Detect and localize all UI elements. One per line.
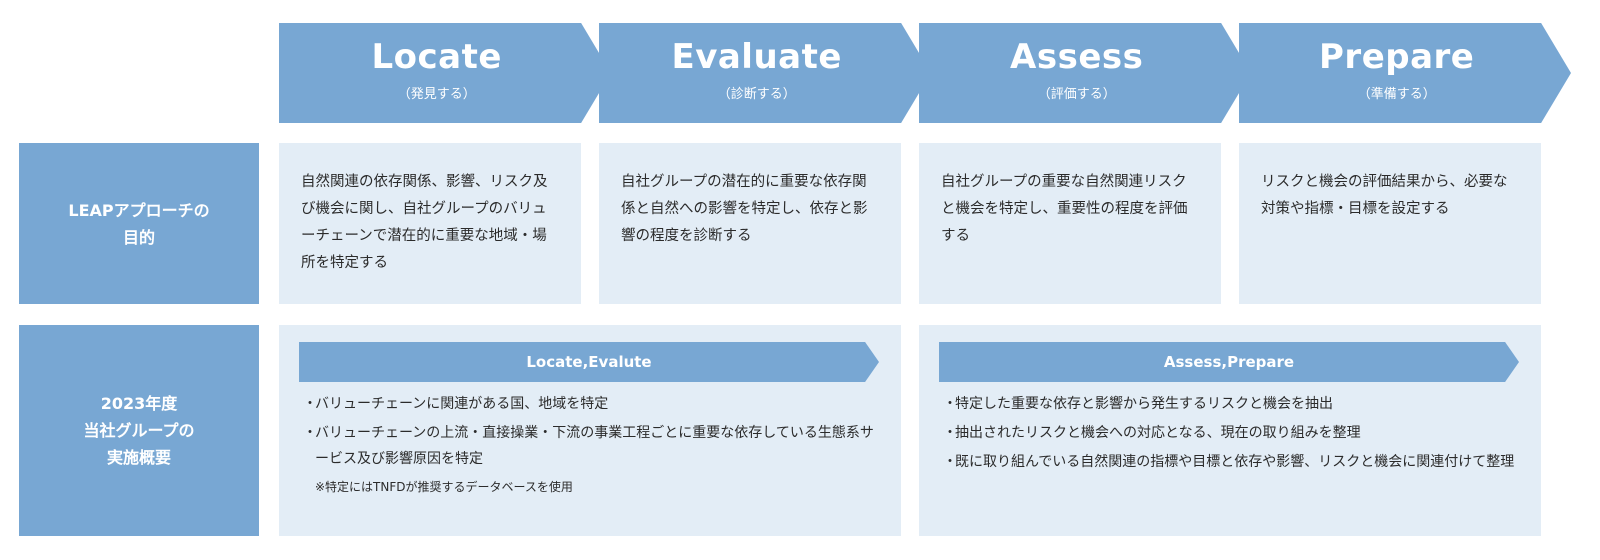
bullet-list: バリューチェーンに関連がある国、地域を特定 バリューチェーンの上流・直接操業・下… — [303, 391, 887, 502]
phase-subtitle: （診断する） — [717, 87, 796, 102]
list-item: バリューチェーンに関連がある国、地域を特定 — [303, 391, 887, 417]
list-item: 抽出されたリスクと機会への対応となる、現在の取り組みを整理 — [943, 420, 1527, 446]
footnote: ※特定にはTNFDが推奨するデータベースを使用 — [303, 475, 887, 499]
phase-locate: Locate （発見する） — [279, 23, 611, 123]
phase-title: Locate — [371, 37, 502, 77]
implementation-group-assess-prepare: Assess,Prepare 特定した重要な依存と影響から発生するリスクと機会を… — [919, 325, 1541, 536]
phase-subtitle: （発見する） — [397, 87, 476, 102]
list-item: 既に取り組んでいる自然関連の指標や目標と依存や影響、リスクと機会に関連付けて整理 — [943, 449, 1527, 475]
purpose-cell-prepare: リスクと機会の評価結果から、必要な対策や指標・目標を設定する — [1239, 143, 1541, 304]
row-header-line: 目的 — [122, 227, 155, 247]
footnote-text: ※特定にはTNFDが推奨するデータベースを使用 — [315, 480, 573, 494]
phase-title: Evaluate — [671, 37, 842, 77]
list-item: バリューチェーンの上流・直接操業・下流の事業工程ごとに重要な依存している生態系サ… — [303, 420, 887, 472]
row-header-line: 2023年度 — [100, 394, 178, 413]
phase-subtitle: （評価する） — [1037, 87, 1116, 102]
phase-title: Prepare — [1319, 37, 1475, 77]
purpose-cell-assess: 自社グループの重要な自然関連リスクと機会を特定し、重要性の程度を評価する — [919, 143, 1221, 304]
phase-assess: Assess （評価する） — [919, 23, 1251, 123]
row-header-purpose: LEAPアプローチの 目的 — [19, 143, 259, 304]
row-header-line: LEAPアプローチの — [68, 200, 210, 220]
group-banner: Locate,Evalute — [299, 342, 879, 382]
phase-title: Assess — [1010, 37, 1144, 77]
row-header-implementation: 2023年度 当社グループの 実施概要 — [19, 325, 259, 536]
row-header-line: 当社グループの — [83, 421, 195, 440]
purpose-cell-locate: 自然関連の依存関係、影響、リスク及び機会に関し、自社グループのバリューチェーンで… — [279, 143, 581, 304]
row-header-line: 実施概要 — [106, 448, 171, 467]
list-item: 特定した重要な依存と影響から発生するリスクと機会を抽出 — [943, 391, 1527, 417]
phase-prepare: Prepare （準備する） — [1239, 23, 1571, 123]
implementation-group-locate-evaluate: Locate,Evalute バリューチェーンに関連がある国、地域を特定 バリュ… — [279, 325, 901, 536]
purpose-cell-evaluate: 自社グループの潜在的に重要な依存関係と自然への影響を特定し、依存と影響の程度を診… — [599, 143, 901, 304]
group-banner: Assess,Prepare — [939, 342, 1519, 382]
bullet-list: 特定した重要な依存と影響から発生するリスクと機会を抽出 抽出されたリスクと機会へ… — [943, 391, 1527, 478]
phase-subtitle: （準備する） — [1357, 87, 1436, 102]
phase-evaluate: Evaluate （診断する） — [599, 23, 931, 123]
